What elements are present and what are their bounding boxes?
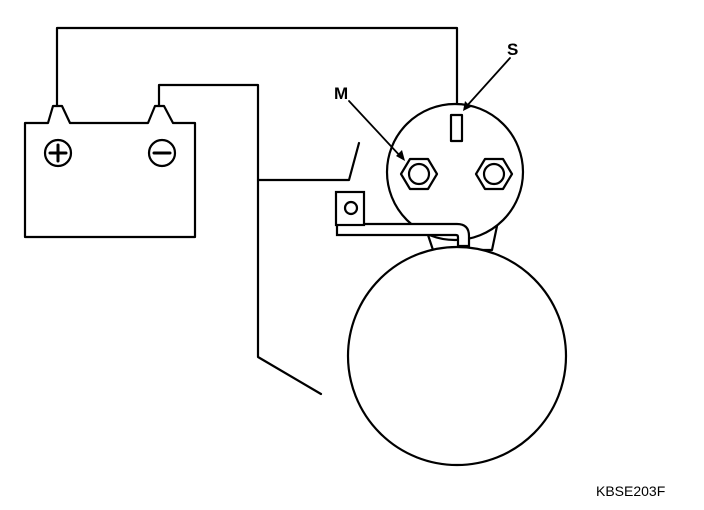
leader-lines: [348, 57, 511, 161]
battery-negative-terminal: [147, 138, 177, 168]
starter-motor-body: [346, 245, 568, 467]
s-terminal: [449, 113, 464, 143]
s-leader-arrowhead: [463, 101, 471, 111]
plus-sign-icon: [48, 143, 68, 163]
m-terminal-nut: [399, 157, 439, 191]
field-strap-lead: [335, 222, 471, 248]
starter-motor: [346, 245, 568, 467]
battery-body: [23, 104, 197, 239]
wire-positive-to-s-terminal: [55, 26, 459, 110]
figure-code: KBSE203F: [596, 483, 665, 499]
field-strap: [334, 190, 471, 248]
label-m: M: [334, 84, 348, 103]
field-terminal-hole: [343, 200, 359, 216]
wires: [55, 26, 459, 396]
m-leader-arrowhead: [396, 150, 405, 161]
solenoid-body: [385, 102, 525, 242]
battery: [23, 104, 197, 239]
s-leader-line: [464, 57, 511, 109]
wire-ground-lead: [256, 178, 323, 396]
starter-solenoid: [385, 102, 525, 252]
wire-negative-to-m-terminal: [157, 83, 361, 182]
field-terminal-tab: [334, 190, 366, 227]
b-terminal-nut: [474, 157, 514, 191]
battery-positive-terminal: [43, 138, 73, 168]
m-leader-line: [348, 100, 403, 159]
label-s: S: [507, 40, 518, 59]
